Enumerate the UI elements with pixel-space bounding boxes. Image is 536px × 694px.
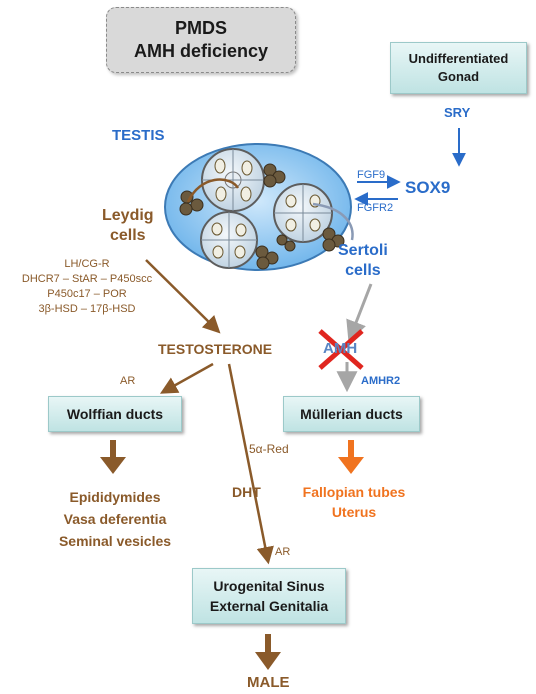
leydig-to-testosterone-arrow: [145, 259, 221, 334]
title-line1: PMDS: [174, 18, 227, 38]
wolffian-product: Epididymides: [69, 489, 161, 505]
enzyme-line: P450c17 – POR: [47, 288, 127, 300]
mullerian-product: Uterus: [331, 504, 377, 520]
enzyme-line: 3β-HSD – 17β-HSD: [38, 303, 136, 315]
ar-left-label: AR: [120, 375, 136, 387]
title-box: PMDS AMH deficiency: [106, 7, 296, 73]
wolffian-product: Vasa deferentia: [63, 511, 167, 527]
wolffian-product-arrow: [100, 440, 126, 474]
mullerian-product-arrow: [338, 440, 364, 474]
wolffian-product: Seminal vesicles: [58, 533, 172, 549]
ar-bottom-label: AR: [275, 546, 291, 558]
sox9-label: SOX9: [405, 178, 451, 197]
sertoli-line2: cells: [345, 262, 381, 279]
gonad-line1: Undifferentiated: [408, 51, 509, 66]
fgfr2-label: FGFR2: [357, 202, 394, 214]
testis-illustration: [164, 143, 352, 271]
sertoli-line1: Sertoli: [338, 242, 388, 259]
testis-label: TESTIS: [112, 127, 165, 144]
title-line2: AMH deficiency: [133, 41, 269, 61]
leydig-line1: Leydig: [102, 207, 154, 224]
mullerian-product: Fallopian tubes: [302, 484, 406, 500]
leydig-connector: [186, 178, 240, 203]
sertoli-label: Sertoli cells: [338, 241, 388, 281]
gonad-line2: Gonad: [437, 69, 480, 84]
leydig-label: Leydig cells: [102, 206, 154, 246]
amhr2-label: AMHR2: [361, 375, 401, 387]
testosterone-label: TESTOSTERONE: [158, 341, 273, 357]
5a-reductase-label: 5α-Red: [249, 442, 289, 456]
testosterone-to-dht-arrow: [227, 363, 274, 565]
enzyme-line: DHCR7 – StAR – P450scc: [21, 273, 153, 285]
urogenital-line2: External Genitalia: [209, 598, 329, 614]
mullerian-label: Müllerian ducts: [300, 406, 403, 422]
enzyme-line: LH/CG-R: [64, 258, 110, 270]
mullerian-products: Fallopian tubes Uterus: [290, 482, 418, 522]
leydig-line2: cells: [109, 227, 146, 244]
mullerian-ducts-box: Müllerian ducts: [283, 396, 420, 432]
urogenital-to-male-arrow: [255, 634, 281, 670]
urogenital-box: Urogenital Sinus External Genitalia: [192, 568, 346, 624]
undifferentiated-gonad-box: Undifferentiated Gonad: [390, 42, 527, 94]
sry-label: SRY: [444, 105, 471, 120]
fgf9-label: FGF9: [357, 169, 386, 181]
sertoli-connector: [312, 202, 354, 241]
sertoli-to-amh-arrow: [346, 283, 373, 342]
wolffian-products: Epididymides Vasa deferentia Seminal ves…: [45, 486, 185, 552]
amh-label: AMH: [323, 340, 358, 357]
leydig-cell-clusters: [179, 163, 345, 270]
amh-deficiency-cross: [318, 329, 364, 370]
dht-label: DHT: [232, 484, 261, 500]
testosterone-to-wolffian-arrow: [159, 362, 214, 394]
male-label: MALE: [247, 674, 290, 691]
seminiferous-tubule-2: [200, 211, 258, 269]
wolffian-label: Wolffian ducts: [66, 406, 164, 422]
steroidogenic-enzymes: LH/CG-R DHCR7 – StAR – P450scc P450c17 –…: [2, 257, 172, 317]
urogenital-line1: Urogenital Sinus: [213, 578, 325, 594]
wolffian-ducts-box: Wolffian ducts: [48, 396, 182, 432]
